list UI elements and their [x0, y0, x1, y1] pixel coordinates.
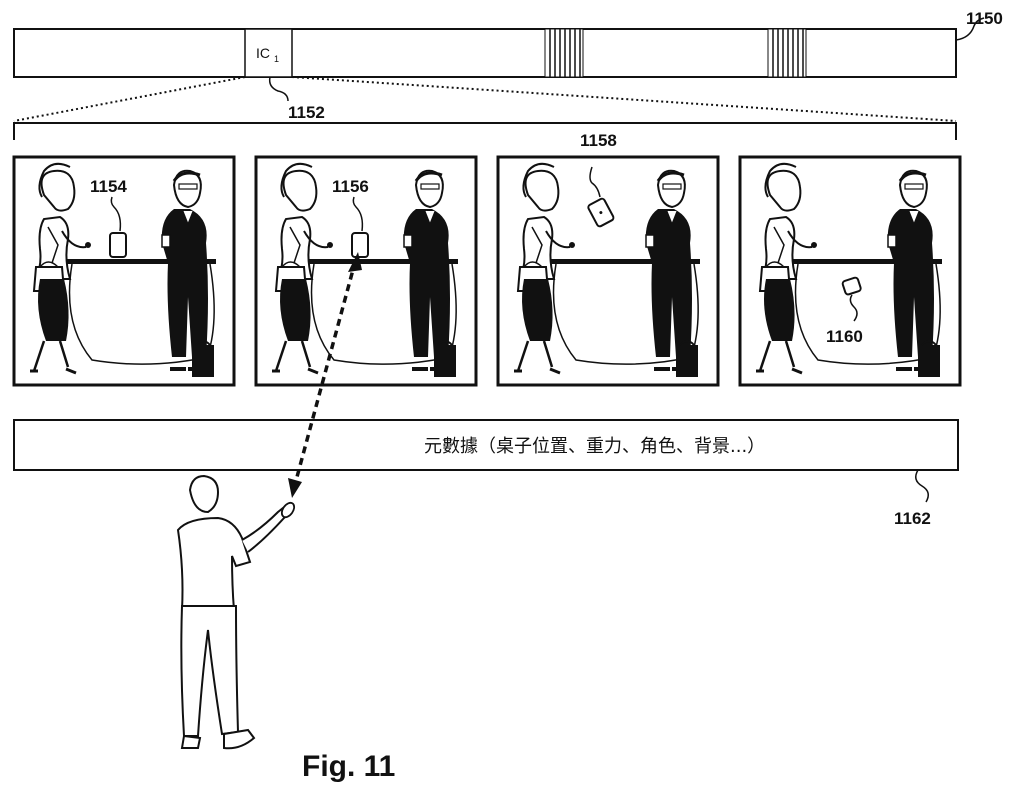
timeline-marker-1 — [544, 28, 584, 78]
leader-1150 — [955, 17, 985, 41]
metadata-bar — [13, 419, 959, 471]
timeline-marker-2 — [767, 28, 807, 78]
ic1-cell — [244, 28, 293, 78]
frame-2 — [254, 155, 478, 387]
user-figure — [176, 474, 296, 750]
metadata-text: 元數據（桌子位置、重力、角色、背景...） — [424, 436, 765, 457]
ic-label: IC — [256, 45, 270, 61]
ref-1152: 1152 — [288, 103, 325, 122]
cup-object — [351, 232, 369, 258]
ref-1156: 1156 — [332, 177, 369, 196]
figure-label: Fig. 11 — [302, 750, 395, 783]
ref-1162: 1162 — [894, 509, 931, 528]
expansion-lines — [13, 76, 957, 140]
ic-subscript: 1 — [274, 54, 279, 64]
fallen-phone-object — [841, 276, 862, 296]
timeline-strip — [13, 28, 957, 78]
cup-object — [109, 232, 127, 258]
leader-1162 — [915, 469, 929, 503]
frame-4 — [738, 155, 962, 387]
frame-1 — [12, 155, 236, 387]
ref-1154: 1154 — [90, 177, 127, 196]
ref-1158: 1158 — [580, 131, 617, 150]
frame-3 — [496, 155, 720, 387]
ref-1150: 1150 — [966, 9, 1003, 28]
falling-phone-object — [587, 197, 615, 228]
ref-1160: 1160 — [826, 327, 863, 346]
pointing-arrow — [288, 252, 362, 498]
leader-1152 — [268, 76, 289, 102]
